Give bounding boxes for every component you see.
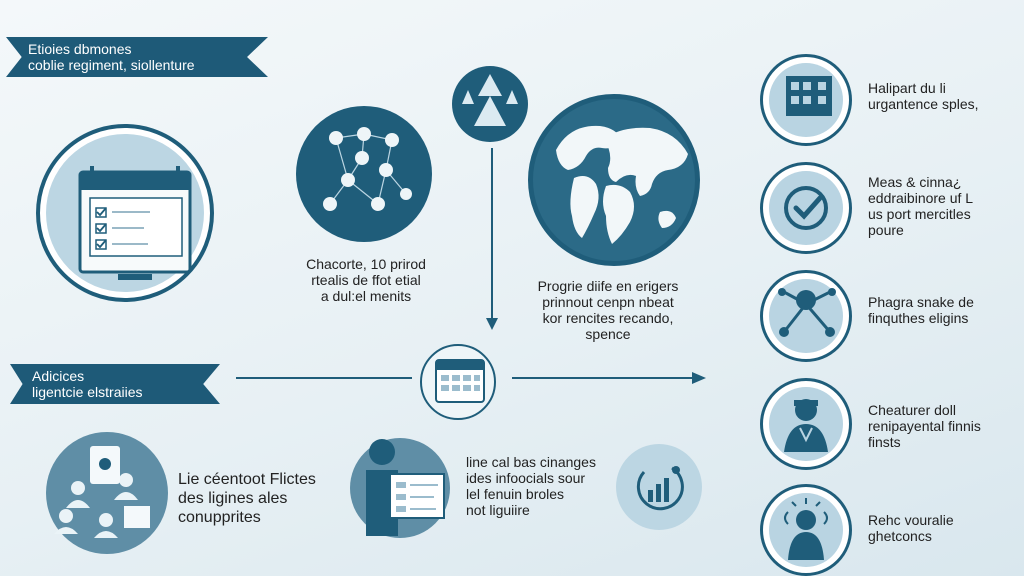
right-item-3-circle [760,270,852,362]
right-item-4-line-2: renipayental finnis [868,418,981,434]
right-item-2-text: Meas & cinna¿ eddraibinore uf L us port … [868,174,973,238]
checklist-board-icon [78,166,192,280]
right-item-4-text: Cheaturer doll renipayental finnis finst… [868,402,981,450]
right-item-2-line-3: us port mercitles [868,206,971,222]
right-item-3-line-2: finquthes eligins [868,310,969,326]
right-item-1-text: Halipart du li urgantence sples, [868,80,979,112]
globe-caption-line-1: Progrie diife en erigers [537,278,679,294]
people-group-caption-line-2: des ligines ales [178,490,288,507]
checkmark-icon [784,186,828,230]
right-item-5-text: Rehc vouralie ghetconcs [868,512,954,544]
growth-chart-icon [636,466,684,511]
people-group-caption: Lie céentoot Flictes des ligines ales co… [178,470,316,527]
right-item-5-line-1: Rehc vouralie [868,512,954,528]
building-icon [786,76,832,116]
people-group-icon [54,446,150,538]
tents-icon [462,74,518,126]
right-item-2-line-1: Meas & cinna¿ [868,174,962,190]
person-board-caption: line cal bas cinanges ides infoocials so… [466,454,596,518]
network-nodes-icon [323,127,412,211]
worker-icon [784,399,828,452]
globe-caption-line-2: prinnout cenpn nbeat [542,294,674,310]
person-board-icon [366,439,445,536]
people-group-caption-line-1: Lie céentoot Flictes [178,471,316,488]
right-item-1-line-2: urgantence sples, [868,96,979,112]
globe-caption-line-3: kor rencites recando, [542,310,674,326]
calendar-node-icon [435,359,485,403]
network-circle [296,106,432,242]
network-caption: Chacorte, 10 prirod rtealis de ffot etia… [276,256,456,304]
person-signals-icon [784,498,828,560]
globe-caption-line-4: spence [585,326,631,342]
person-board-caption-line-3: lel fenuin broles [466,486,565,502]
network-person-icon [778,288,836,337]
globe-caption: Progrie diife en erigers prinnout cenpn … [508,278,708,342]
right-item-2-circle [760,162,852,254]
top-banner-line-1: Etioies dbmones [28,41,132,57]
right-item-2-line-4: poure [868,222,904,238]
right-item-2-line-2: eddraibinore uf L [868,190,974,206]
top-banner: Etioies dbmones coblie regiment, siollen… [6,37,268,77]
right-item-3-text: Phagra snake de finquthes eligins [868,294,974,326]
network-caption-line-3: a dul:el menits [320,288,412,304]
person-board-caption-line-4: not liguiire [466,502,530,518]
right-item-4-line-3: finsts [868,434,901,450]
person-board-caption-line-1: line cal bas cinanges [466,454,596,470]
network-caption-line-1: Chacorte, 10 prirod [306,256,426,272]
globe-icon [556,125,688,244]
right-item-4-line-1: Cheaturer doll [868,402,956,418]
network-caption-line-2: rtealis de ffot etial [311,272,421,288]
middle-banner: Adicices ligentcie elstraiies [10,364,220,404]
top-banner-line-2: coblie regiment, siollenture [28,57,195,73]
middle-banner-line-1: Adicices [32,368,85,384]
people-group-caption-line-3: conupprites [178,509,261,526]
right-item-3-line-1: Phagra snake de [868,294,974,310]
right-item-1-line-1: Halipart du li [868,80,946,96]
right-item-5-line-2: ghetconcs [868,528,932,544]
middle-banner-line-2: ligentcie elstraiies [32,384,143,400]
person-board-caption-line-2: ides infoocials sour [466,470,586,486]
